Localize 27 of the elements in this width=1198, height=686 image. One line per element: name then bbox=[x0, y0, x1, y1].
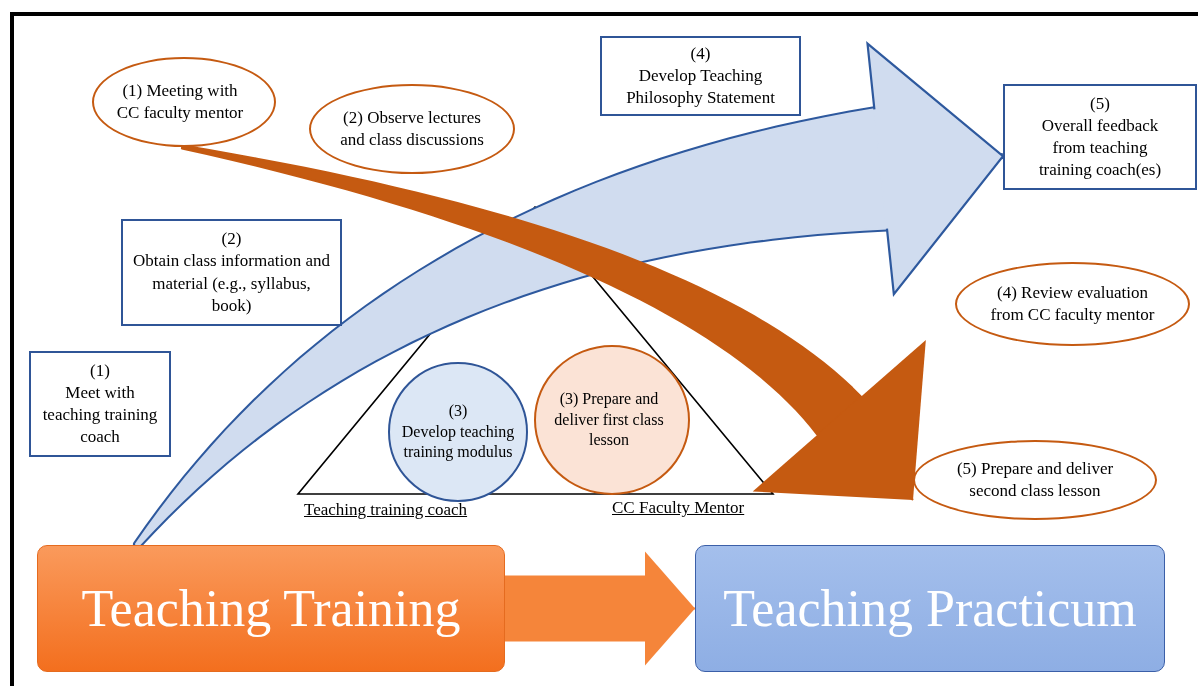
step-number: (4) bbox=[690, 42, 711, 65]
step-box bbox=[600, 36, 801, 116]
step-text: Obtain class information and material (e.g., syllabus, book) bbox=[133, 250, 330, 317]
stage-title: Teaching Training bbox=[81, 579, 461, 638]
block-arrow bbox=[504, 551, 696, 666]
step-number: (2) bbox=[221, 228, 242, 251]
step-box bbox=[121, 219, 342, 326]
corner-label: Teaching training coach bbox=[304, 500, 468, 520]
step-text: Develop teaching training modulus bbox=[400, 421, 516, 463]
step-text: Overall feedback from teaching training coach(es) bbox=[1037, 114, 1163, 182]
stage-title: Teaching Practicum bbox=[723, 579, 1137, 638]
step-text: (5) Prepare and deliver second class lesson bbox=[955, 457, 1115, 502]
step-box bbox=[29, 351, 171, 457]
stage-box bbox=[695, 545, 1165, 672]
step-number: (5) bbox=[1090, 92, 1110, 115]
step-text: Develop Teaching Philosophy Statement bbox=[625, 64, 776, 110]
step-text: (2) Observe lectures and class discussions bbox=[339, 106, 485, 151]
step-number: (1) bbox=[90, 359, 110, 382]
corner-label: CC Faculty Mentor bbox=[612, 498, 745, 518]
step-text: Meet with teaching training coach bbox=[41, 381, 159, 449]
step-text: (1) Meeting with CC faculty mentor bbox=[116, 79, 244, 124]
step-text: (4) Review evaluation from CC faculty mentor bbox=[989, 281, 1156, 326]
step-number: (3) bbox=[448, 400, 468, 422]
block-arrow bbox=[180, 144, 926, 501]
step-box bbox=[1003, 84, 1197, 190]
step-text: (3) Prepare and deliver first class lesson bbox=[553, 388, 665, 451]
stage-box bbox=[37, 545, 505, 672]
